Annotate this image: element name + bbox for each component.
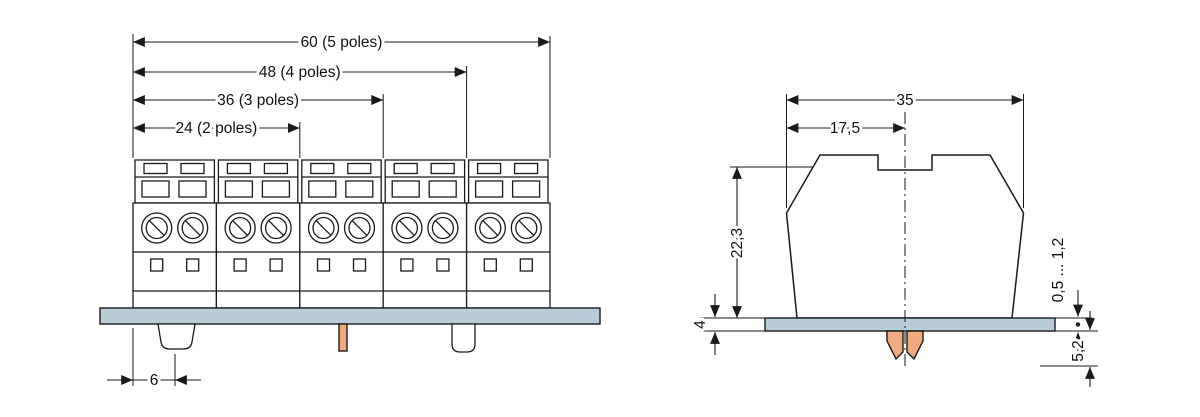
dim-4-group: 4 (689, 294, 720, 355)
terminal-block-side-profile (785, 154, 1025, 319)
dim-24-2poles-label: 24 (2 poles) (175, 120, 257, 137)
center-pin (338, 323, 348, 352)
mounting-panel-side (764, 317, 1056, 332)
dim-4-label: 4 (692, 320, 709, 329)
dim-60-5poles-label: 60 (5 poles) (301, 34, 383, 51)
snap-in-foot-left (157, 323, 196, 350)
dim-48-4poles-label: 48 (4 poles) (259, 64, 341, 81)
dim-17-5-label: 17,5 (830, 120, 860, 137)
dim-panel-range-label: 0,5 ... 1,2 (1050, 238, 1067, 303)
dim-5-2-label: 5,2 (1070, 340, 1087, 362)
side-view: 35 17,5 22,3 4 0,5 ... 1,2 (689, 89, 1098, 387)
mounting-panel-front (99, 307, 601, 325)
dim-36-3poles-label: 36 (3 poles) (217, 92, 299, 109)
pole-unit (465, 159, 551, 309)
dim-6-label: 6 (150, 372, 159, 389)
pole-unit (382, 159, 468, 309)
snap-in-foot-right (451, 323, 476, 353)
dim-35-label: 35 (896, 92, 913, 109)
dim-22-3-label: 22,3 (729, 228, 746, 258)
pole-unit (132, 159, 218, 309)
front-extension-lines (132, 34, 551, 158)
front-dimension-lines (133, 37, 550, 133)
front-foot-dimension: 6 (107, 328, 201, 392)
reference-dot (1075, 322, 1081, 327)
terminal-block-front-body (132, 159, 551, 309)
pole-unit (215, 159, 301, 309)
clamp-barb-right (906, 330, 924, 361)
front-view: 60 (5 poles) 48 (4 poles) 36 (3 poles) 2… (99, 31, 601, 392)
side-extension-lines (700, 94, 1098, 367)
snap-in-clamp (886, 330, 924, 361)
dim-panel-range-group: 0,5 ... 1,2 (1047, 235, 1083, 359)
clamp-barb-left (886, 330, 904, 361)
pole-unit (299, 159, 384, 309)
dim-5-2-group: 5,2 (1067, 311, 1095, 387)
front-feet (157, 323, 476, 353)
